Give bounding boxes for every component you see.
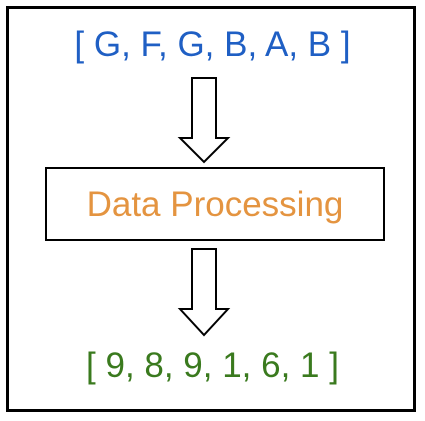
process-label: Data Processing (86, 184, 344, 224)
down-arrow-icon (177, 248, 231, 337)
down-arrow-icon (177, 77, 231, 164)
input-sequence: [ G, F, G, B, A, B ] (74, 25, 351, 64)
output-sequence: [ 9, 8, 9, 1, 6, 1 ] (86, 346, 339, 385)
process-box: Data Processing (45, 167, 385, 241)
diagram-frame (6, 6, 416, 412)
